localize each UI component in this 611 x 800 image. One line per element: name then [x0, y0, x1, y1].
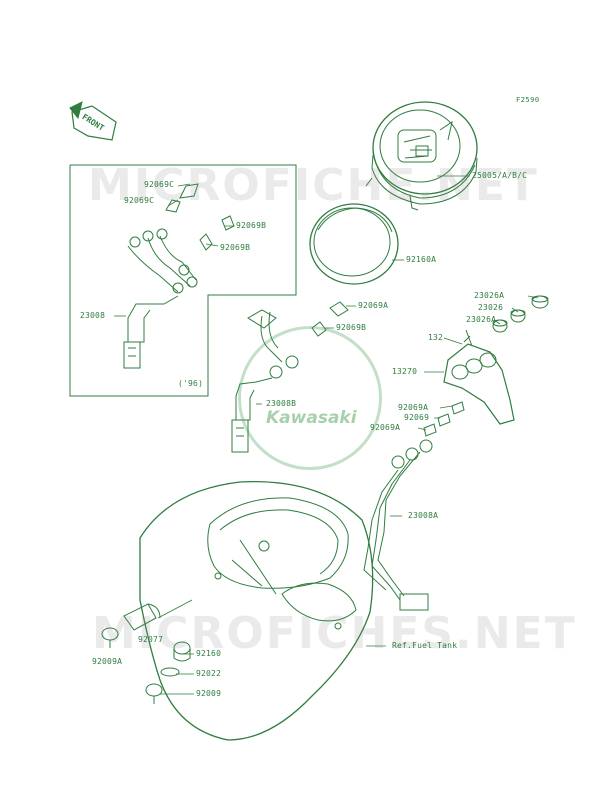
label-92160: 92160 [196, 649, 222, 658]
indicator-bulbs-icon [492, 295, 549, 333]
label-92069C-1: 92069C [144, 180, 175, 189]
speedometer-icon [365, 101, 478, 211]
watermark-bottom: MICROFICHES.NET [92, 608, 577, 659]
right-harness-icon [363, 401, 465, 611]
watermark-top: MICROFICHE.NET [88, 160, 539, 211]
label-23008B: 23008B [266, 399, 297, 408]
label-92069B-2: 92069B [220, 243, 251, 252]
label-92069C-2: 92069C [124, 196, 155, 205]
label-92022: 92022 [196, 669, 222, 678]
front-arrow-icon [69, 101, 117, 141]
label-92069A-3: 92069A [370, 423, 401, 432]
label-23008: 23008 [80, 311, 106, 320]
label-92160A: 92160A [406, 255, 437, 264]
kawasaki-logo-icon [238, 326, 382, 470]
label-92077: 92077 [138, 635, 164, 644]
figure-code: F2590 [516, 96, 540, 104]
label-92069B-1: 92069B [236, 221, 267, 230]
label-92069: 92069 [404, 413, 430, 422]
kawasaki-logo-text: Kawasaki [266, 408, 357, 428]
inset-frame [69, 164, 297, 397]
leader-lines [114, 175, 539, 695]
label-23026A-2: 23026A [466, 315, 497, 324]
label-23026: 23026 [478, 303, 504, 312]
label-92069A-1: 92069A [358, 301, 389, 310]
label-132: 132 [428, 333, 444, 342]
label-23008A: 23008A [408, 511, 439, 520]
inset-note: ('96) [178, 379, 204, 388]
label-25005: 25005/A/B/C [472, 171, 528, 180]
meter-bracket-icon [443, 329, 515, 425]
ref-fuel-tank-note: Ref.Fuel Tank [392, 641, 458, 650]
ring-gasket-icon [309, 203, 399, 285]
inset-harness-icon [123, 183, 235, 369]
meter-cover-icon [139, 481, 374, 741]
label-92069A-2: 92069A [398, 403, 429, 412]
label-13270: 13270 [392, 367, 418, 376]
label-92009A: 92009A [92, 657, 123, 666]
label-92069B-3: 92069B [336, 323, 367, 332]
label-23026A-1: 23026A [474, 291, 505, 300]
label-92009: 92009 [196, 689, 222, 698]
